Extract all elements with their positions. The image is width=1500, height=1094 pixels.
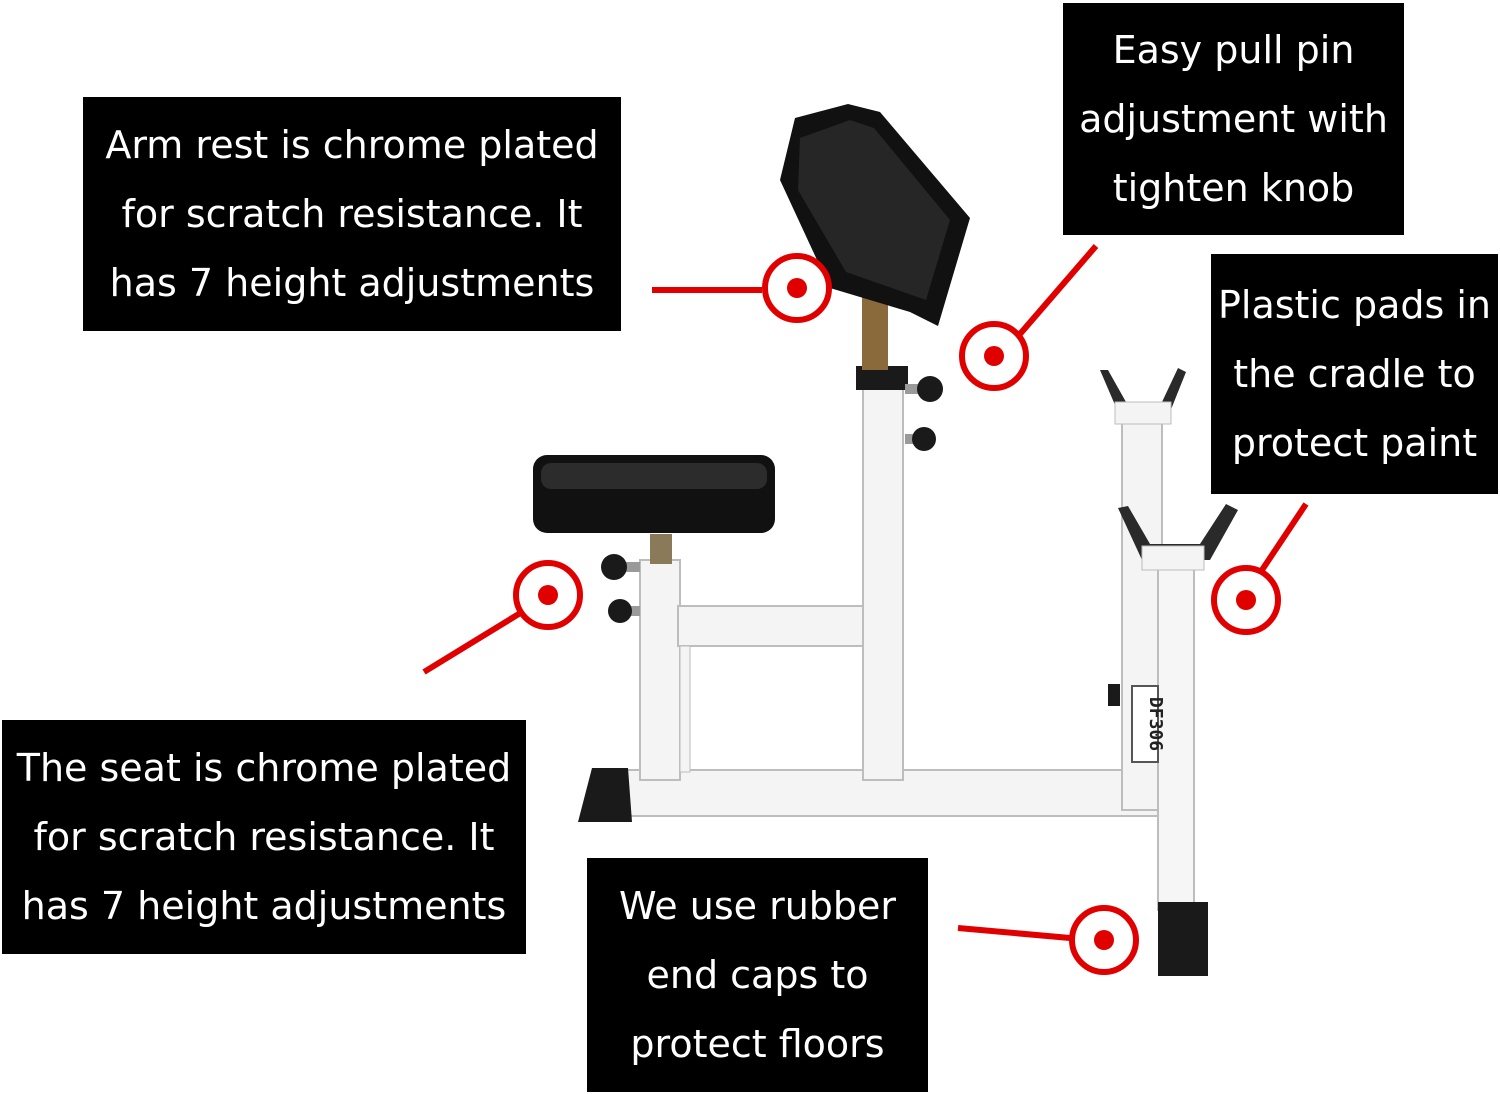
callout-line: for scratch resistance. It xyxy=(121,191,583,236)
barbell-cradle-lower xyxy=(1118,504,1238,571)
arm-rest-pad xyxy=(780,104,970,326)
adjustment-knob xyxy=(608,599,640,623)
end-caps-callout: We use rubber end caps to protect floors xyxy=(587,858,928,1092)
arm-rest-callout: Arm rest is chrome plated for scratch re… xyxy=(83,97,621,331)
adjustment-knob xyxy=(905,427,936,451)
model-label: DF306 xyxy=(1145,697,1166,751)
rubber-end-cap xyxy=(578,768,632,822)
plastic-pads-callout: Plastic pads in the cradle to protect pa… xyxy=(1211,254,1498,494)
callout-line: adjustment with xyxy=(1079,96,1388,141)
callout-line: protect floors xyxy=(630,1021,885,1066)
pull-pin-marker xyxy=(959,244,1099,391)
callout-line: has 7 height adjustments xyxy=(21,883,507,928)
callout-line: has 7 height adjustments xyxy=(109,260,595,305)
callout-line: for scratch resistance. It xyxy=(33,814,495,859)
rubber-end-cap xyxy=(1158,902,1208,976)
barbell-cradle-upper xyxy=(1100,368,1186,425)
seat-pad xyxy=(533,455,775,533)
callout-line: The seat is chrome plated xyxy=(16,745,512,790)
callout-line: end caps to xyxy=(646,952,869,997)
adjustment-knob xyxy=(905,376,943,402)
callout-line: Arm rest is chrome plated xyxy=(105,122,599,167)
callout-line: protect paint xyxy=(1231,420,1478,465)
callout-line: the cradle to xyxy=(1233,351,1476,396)
arm-rest-marker xyxy=(652,253,832,323)
callout-line: Easy pull pin xyxy=(1112,27,1355,72)
seat-callout: The seat is chrome plated for scratch re… xyxy=(2,720,526,954)
plastic-pads-marker xyxy=(1211,502,1309,635)
callout-line: We use rubber xyxy=(618,883,897,928)
bench-frame xyxy=(578,275,1238,976)
adjustment-knob xyxy=(601,554,640,580)
seat-marker xyxy=(422,560,583,675)
pull-pin-callout: Easy pull pin adjustment with tighten kn… xyxy=(1063,3,1404,235)
callout-line: Plastic pads in xyxy=(1217,282,1492,327)
callout-line: tighten knob xyxy=(1112,165,1355,210)
end-caps-marker xyxy=(957,905,1139,975)
